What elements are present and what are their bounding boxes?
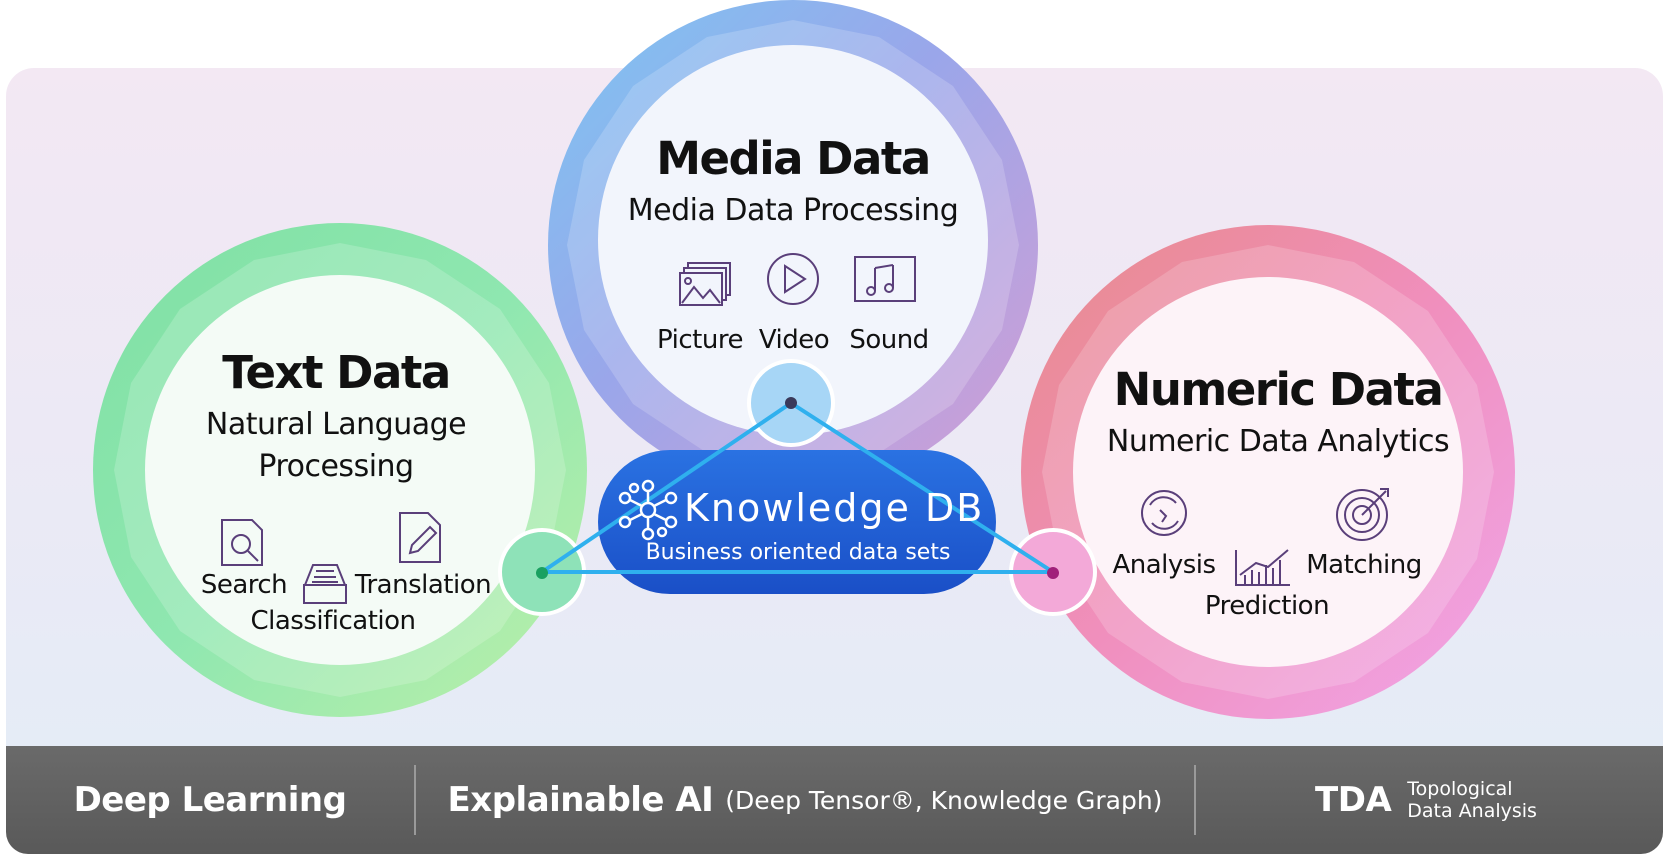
video-play-icon — [767, 253, 819, 305]
media-data-subtitle: Media Data Processing — [627, 193, 959, 228]
sound-label: Sound — [849, 325, 929, 355]
target-icon — [1336, 488, 1389, 541]
analysis-label: Analysis — [1112, 550, 1216, 580]
text-node-dot — [536, 567, 548, 579]
file-tray-icon — [303, 564, 347, 604]
numeric-data-title: Numeric Data — [1113, 363, 1444, 416]
video-label: Video — [758, 325, 830, 355]
numeric-data-ring — [1021, 225, 1515, 719]
connector-triangle — [540, 401, 1055, 574]
knowledge-db-subtitle: Business oriented data sets — [645, 540, 951, 565]
explainable-ai-segment: Explainable AI (Deep Tensor®, Knowledge … — [416, 746, 1194, 854]
matching-label: Matching — [1306, 550, 1422, 580]
picture-label: Picture — [657, 325, 743, 355]
text-data-ring — [93, 223, 587, 717]
numeric-data-subtitle: Numeric Data Analytics — [1106, 424, 1450, 459]
search-label: Search — [200, 570, 288, 600]
bar-divider — [1194, 765, 1196, 835]
deep-learning-label: Deep Learning — [73, 780, 347, 820]
explainable-ai-label: Explainable AI — [447, 780, 714, 820]
media-data-ring — [548, 0, 1038, 490]
technology-bar: Deep Learning Explainable AI (Deep Tenso… — [6, 746, 1663, 854]
numeric-node-dot — [1047, 567, 1059, 579]
classification-label: Classification — [250, 606, 416, 636]
deep-learning-segment: Deep Learning — [6, 746, 414, 854]
text-data-subtitle-line2: Processing — [258, 449, 414, 484]
music-note-icon — [854, 256, 916, 302]
document-search-icon — [221, 519, 263, 566]
knowledge-db-pill — [598, 450, 996, 594]
prediction-label: Prediction — [1204, 591, 1330, 621]
translation-label: Translation — [354, 570, 492, 600]
tda-detail-line2: Data Analysis — [1407, 800, 1537, 822]
document-pen-icon — [399, 512, 441, 563]
knowledge-db-title: Knowledge DB — [684, 486, 985, 530]
chart-trend-icon — [1235, 549, 1290, 586]
tda-label: TDA — [1315, 780, 1392, 820]
picture-icon — [679, 262, 731, 306]
network-hub-icon — [618, 479, 678, 541]
tda-detail-line1: Topological — [1407, 778, 1513, 800]
tda-segment: TDA Topological Data Analysis — [1196, 746, 1656, 854]
text-data-subtitle-line1: Natural Language — [205, 407, 467, 442]
bar-divider — [414, 765, 416, 835]
media-data-title: Media Data — [656, 132, 931, 185]
explainable-ai-detail: (Deep Tensor®, Knowledge Graph) — [725, 785, 1163, 815]
cycle-analysis-icon — [1141, 490, 1187, 536]
media-node-dot — [785, 397, 797, 409]
tda-detail: Topological Data Analysis — [1407, 778, 1537, 822]
text-data-title: Text Data — [222, 346, 451, 399]
